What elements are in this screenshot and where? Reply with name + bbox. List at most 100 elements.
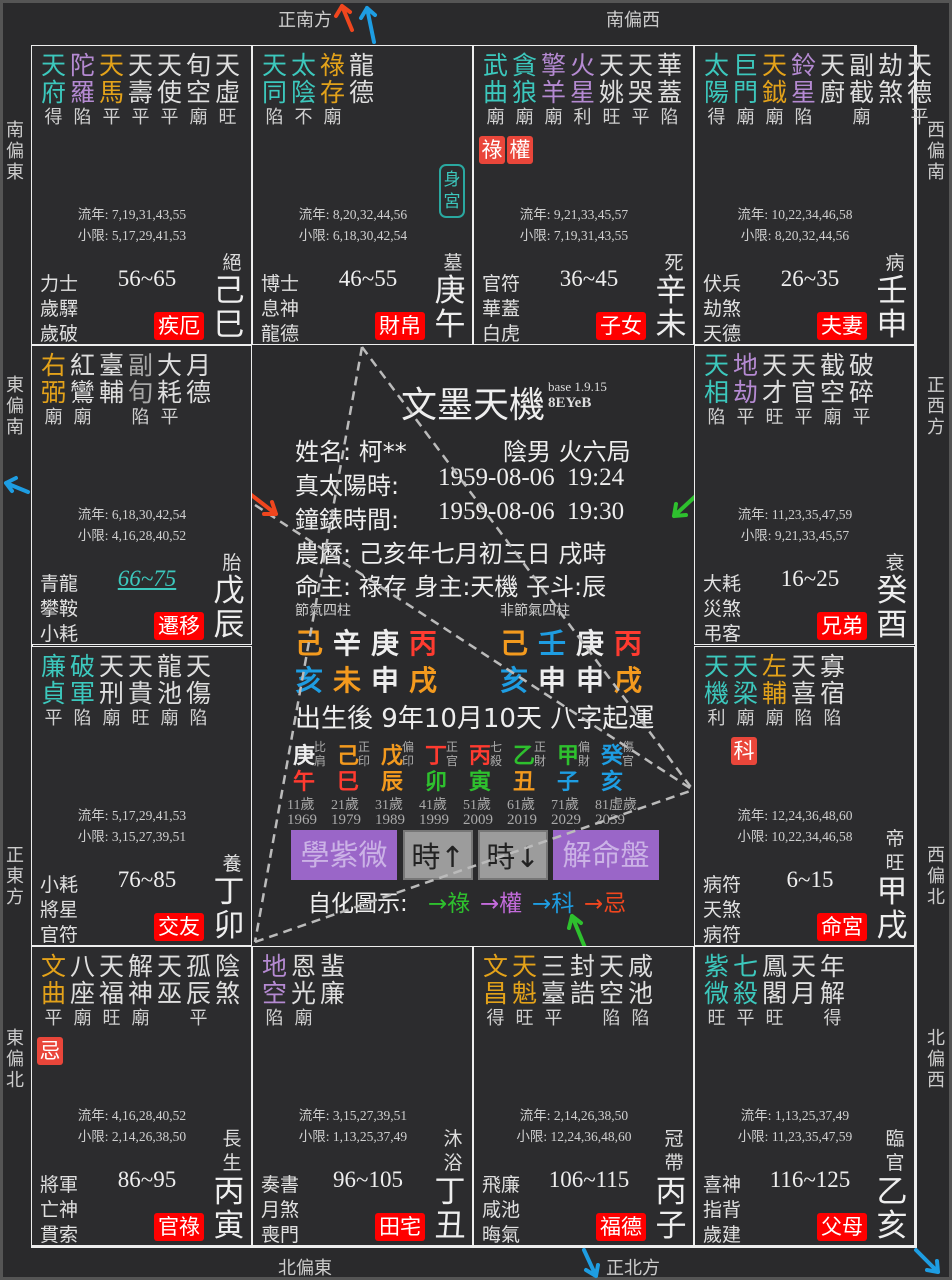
palace-name[interactable]: 夫妻 [817,312,867,340]
star[interactable]: 副旬陷 [126,352,155,430]
star[interactable]: 左輔廟 [760,653,789,731]
palace-name[interactable]: 疾厄 [154,312,204,340]
star[interactable]: 三臺平 [539,953,568,1031]
star[interactable]: 臺輔 [97,352,126,430]
palace-name[interactable]: 遷移 [154,612,204,640]
decade-range[interactable]: 6~15 [786,867,834,892]
decade-range[interactable]: 46~55 [338,266,398,291]
palace-name[interactable]: 田宅 [375,1213,425,1241]
star[interactable]: 陰煞 [213,953,242,1031]
star[interactable]: 天刑廟 [97,653,126,731]
star[interactable]: 龍池廟 [155,653,184,731]
star[interactable]: 武曲廟 [481,52,510,130]
star[interactable]: 太陰不 [289,52,318,130]
star[interactable]: 天空陷 [597,953,626,1031]
star[interactable]: 鳳閣旺 [760,953,789,1031]
star[interactable]: 咸池陷 [626,953,655,1031]
decade-range[interactable]: 56~65 [117,266,177,291]
decade-range[interactable]: 106~115 [548,1167,630,1192]
star[interactable]: 紫微旺 [702,953,731,1031]
star[interactable]: 蜚廉 [318,953,347,1031]
star[interactable]: 天梁廟 [731,653,760,731]
hour-up-button[interactable]: 時↑ [403,830,473,880]
star[interactable]: 地劫平 [731,352,760,430]
palace-name[interactable]: 交友 [154,913,204,941]
star[interactable]: 天月 [789,953,818,1031]
decade-range[interactable]: 66~75 [117,566,177,591]
star[interactable]: 天馬平 [97,52,126,130]
star[interactable]: 孤辰平 [184,953,213,1031]
star[interactable]: 天鉞廟 [760,52,789,130]
star[interactable]: 七殺平 [731,953,760,1031]
palace-name[interactable]: 子女 [596,312,646,340]
star[interactable]: 天才旺 [760,352,789,430]
star[interactable]: 天喜陷 [789,653,818,731]
star[interactable]: 大耗平 [155,352,184,430]
star[interactable]: 文曲平 [39,953,68,1031]
star[interactable]: 鈴星陷 [789,52,818,130]
decade-range[interactable]: 26~35 [780,266,840,291]
decade-range[interactable]: 36~45 [559,266,619,291]
star[interactable]: 地空陷 [260,953,289,1031]
palace-name[interactable]: 兄弟 [817,612,867,640]
star[interactable]: 副截廟 [847,52,876,130]
decade-range[interactable]: 96~105 [333,1167,403,1192]
star[interactable]: 右弼廟 [39,352,68,430]
star[interactable]: 年解得 [818,953,847,1031]
palace-name[interactable]: 官祿 [154,1213,204,1241]
star[interactable]: 天福旺 [97,953,126,1031]
star[interactable]: 天使平 [155,52,184,130]
star[interactable]: 封誥 [568,953,597,1031]
star[interactable]: 天同陷 [260,52,289,130]
star[interactable]: 天傷陷 [184,653,213,731]
star[interactable]: 天府得 [39,52,68,130]
star[interactable]: 旬空廟 [184,52,213,130]
star[interactable]: 破軍陷 [68,653,97,731]
decade-range[interactable]: 76~85 [117,867,177,892]
star[interactable]: 天廚 [818,52,847,130]
star[interactable]: 劫煞 [876,52,905,130]
star[interactable]: 天相陷 [702,352,731,430]
palace-name[interactable]: 福德 [596,1213,646,1241]
star[interactable]: 八座廟 [68,953,97,1031]
star[interactable]: 擎羊廟 [539,52,568,130]
star[interactable]: 天官平 [789,352,818,430]
star[interactable]: 天虛旺 [213,52,242,130]
star[interactable]: 華蓋陷 [655,52,684,130]
star[interactable]: 巨門廟 [731,52,760,130]
star[interactable]: 月德 [184,352,213,430]
palace-name[interactable]: 命宮 [817,913,867,941]
star[interactable]: 紅鸞廟 [68,352,97,430]
star[interactable]: 貪狼廟 [510,52,539,130]
star[interactable]: 天哭平 [626,52,655,130]
star[interactable]: 天壽平 [126,52,155,130]
star[interactable]: 寡宿陷 [818,653,847,731]
star[interactable]: 天機利 [702,653,731,731]
star[interactable]: 解神廟 [126,953,155,1031]
star[interactable]: 天巫 [155,953,184,1031]
palace-wei[interactable]: 武曲廟貪狼廟擎羊廟火星利天姚旺天哭平華蓋陷祿權流年: 9,21,33,45,57… [473,45,694,345]
star[interactable]: 文昌得 [481,953,510,1031]
star[interactable]: 廉貞平 [39,653,68,731]
decade-range[interactable]: 116~125 [769,1167,851,1192]
decade-range[interactable]: 86~95 [117,1167,177,1192]
learn-ziwei-button[interactable]: 學紫微 [291,830,397,880]
interpret-chart-button[interactable]: 解命盤 [553,830,659,880]
star[interactable]: 破碎平 [847,352,876,430]
star[interactable]: 天貴旺 [126,653,155,731]
palace-name[interactable]: 父母 [817,1213,867,1241]
star[interactable]: 龍德 [347,52,376,130]
decade-range[interactable]: 16~25 [780,566,840,591]
star[interactable]: 太陽得 [702,52,731,130]
star[interactable]: 恩光廟 [289,953,318,1031]
